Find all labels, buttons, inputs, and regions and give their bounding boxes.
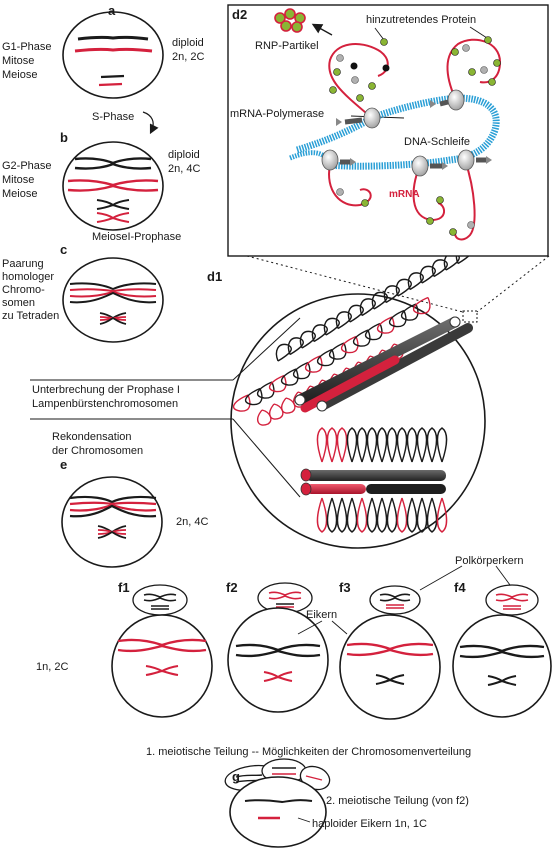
cell-b — [62, 141, 164, 231]
label-f3: f3 — [339, 580, 351, 595]
cell-f3 — [339, 585, 441, 720]
polymerase-1 — [336, 107, 381, 129]
label-b: b — [60, 130, 68, 145]
phase-a-1: G1-Phase — [2, 41, 52, 53]
ploidy-a-1: diploid — [172, 37, 204, 49]
ploidy-a-2: 2n, 2C — [172, 51, 205, 63]
c-line-1: Paarung — [2, 258, 44, 270]
label-f4: f4 — [454, 580, 466, 595]
g-haploid: haploider Eikern 1n, 1C — [312, 818, 427, 830]
rnp-label: RNP-Partikel — [255, 40, 319, 52]
f-caption: 1. meiotische Teilung -- Möglichkeiten d… — [146, 746, 472, 758]
c-line-5: zu Tetraden — [2, 310, 60, 322]
rnp-particle — [274, 8, 306, 33]
s-phase-arrow — [142, 111, 159, 135]
eikern-label: Eikern — [306, 609, 338, 621]
c-line-3: Chromo- — [2, 284, 45, 296]
label-f1: f1 — [118, 580, 130, 595]
cell-a — [62, 11, 164, 99]
label-c: c — [60, 242, 68, 257]
d1-caption-1: Unterbrechung der Prophase I — [32, 384, 180, 396]
ploidy-b-1: diploid — [168, 149, 200, 161]
d1-caption-2: Lampenbürstenchromosomen — [32, 398, 179, 410]
label-g: g — [232, 769, 240, 784]
loop-label: DNA-Schleife — [404, 136, 471, 148]
c-line-4: somen — [2, 297, 36, 309]
e-line-2: der Chromosomen — [52, 445, 144, 457]
cell-g — [224, 758, 331, 848]
polymerase-label: mRNA-Polymerase — [230, 108, 325, 120]
cell-c — [62, 257, 164, 343]
polymerase-4 — [411, 155, 448, 177]
ploidy-b-2: 2n, 4C — [168, 163, 201, 175]
phase-a-3: Meiose — [2, 69, 38, 81]
polymerase-2 — [430, 89, 465, 111]
phase-b-3: Meiose — [2, 188, 38, 200]
panel-d2 — [227, 4, 549, 257]
polymerase-5 — [457, 149, 492, 171]
meiosis-prophase-label: MeioseI-Prophase — [92, 231, 182, 243]
label-f2: f2 — [226, 580, 238, 595]
cell-f2 — [227, 582, 329, 713]
cell-d1 — [30, 246, 486, 549]
ploidy-e: 2n, 4C — [176, 516, 209, 528]
protein-label: hinzutretendes Protein — [366, 14, 477, 26]
ploidy-f: 1n, 2C — [36, 661, 69, 673]
c-line-2: homologer — [2, 271, 54, 283]
label-a: a — [108, 3, 116, 18]
polymerase-3 — [321, 149, 356, 171]
phase-b-2: Mitose — [2, 174, 35, 186]
label-d1: d1 — [207, 269, 223, 284]
proteins — [329, 36, 501, 236]
cell-e — [61, 476, 163, 568]
s-phase-label: S-Phase — [92, 111, 135, 123]
label-e: e — [60, 457, 68, 472]
e-line-1: Rekondensation — [52, 431, 132, 443]
mrna-label: mRNA — [389, 189, 420, 200]
cell-f1 — [111, 584, 213, 718]
zoom-box — [462, 310, 478, 323]
g-second-division: 2. meiotische Teilung (von f2) — [326, 795, 469, 807]
label-d2: d2 — [232, 7, 248, 22]
polkoerper-label: Polkörperkern — [455, 555, 524, 567]
cell-f4 — [452, 584, 552, 718]
phase-b-1: G2-Phase — [2, 160, 52, 172]
phase-a-2: Mitose — [2, 55, 35, 67]
